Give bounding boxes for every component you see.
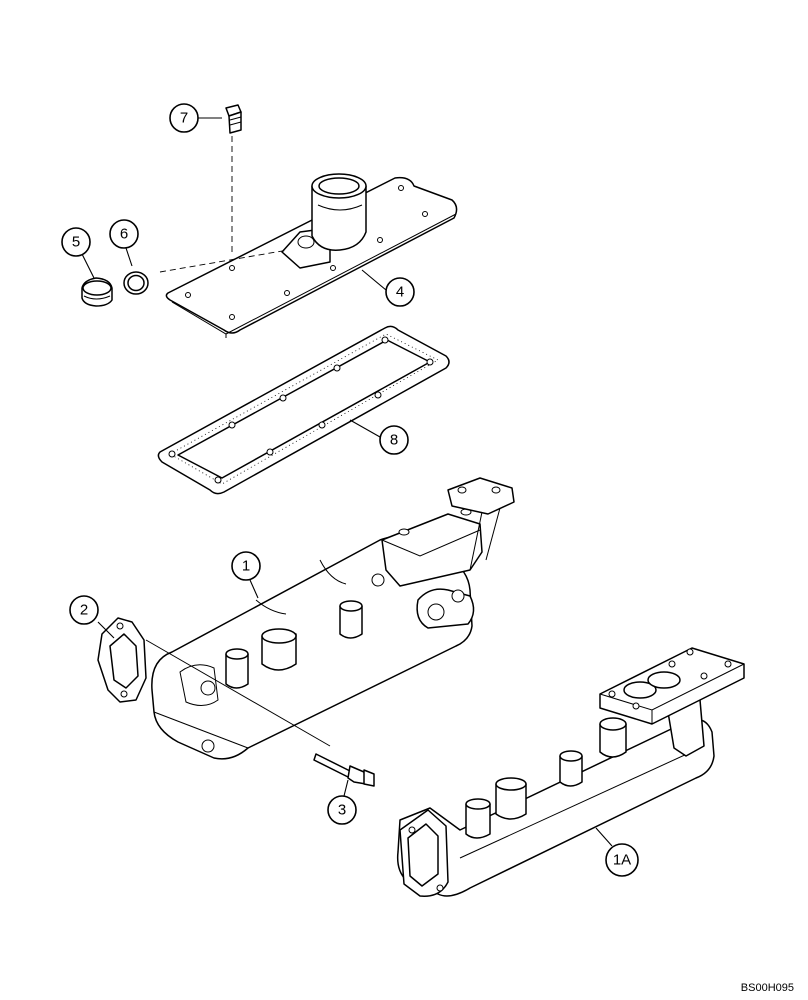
part-8-gasket xyxy=(157,325,450,495)
callout-label: 4 xyxy=(396,284,404,301)
leader-1 xyxy=(249,579,259,599)
callout-1a: 1A xyxy=(605,843,639,877)
leader-6 xyxy=(125,247,133,267)
callout-7: 7 xyxy=(169,103,199,133)
part-7-bolt xyxy=(225,104,242,252)
callout-label: 2 xyxy=(80,602,88,619)
callout-2: 2 xyxy=(69,595,99,625)
part-1-exhaust-manifold xyxy=(151,477,515,760)
reference-code: BS00H095 xyxy=(740,982,794,994)
callout-label: 6 xyxy=(120,226,128,243)
callout-label: 8 xyxy=(390,432,398,449)
leader-8 xyxy=(349,419,381,438)
leader-3 xyxy=(343,779,349,797)
callout-3: 3 xyxy=(327,795,357,825)
callout-label: 5 xyxy=(72,234,80,251)
callout-label: 1 xyxy=(242,558,250,575)
part-3-bolt xyxy=(145,639,375,787)
callout-6: 6 xyxy=(109,219,139,249)
callout-1: 1 xyxy=(231,551,261,581)
callout-label: 3 xyxy=(338,802,346,819)
callout-label: 1A xyxy=(613,852,631,869)
leader-1a xyxy=(595,827,613,847)
part-1a-exhaust-manifold xyxy=(396,647,745,897)
callout-label: 7 xyxy=(180,110,188,127)
part-6-seal-ring xyxy=(123,271,149,295)
part-5-plug xyxy=(81,277,113,307)
callout-5: 5 xyxy=(61,227,91,257)
callout-4: 4 xyxy=(385,277,415,307)
leader-2 xyxy=(97,621,115,639)
part-2-flange-gasket xyxy=(97,617,147,703)
leader-4 xyxy=(361,269,387,291)
callout-8: 8 xyxy=(379,425,409,455)
part-4-cover-plate xyxy=(159,173,458,338)
